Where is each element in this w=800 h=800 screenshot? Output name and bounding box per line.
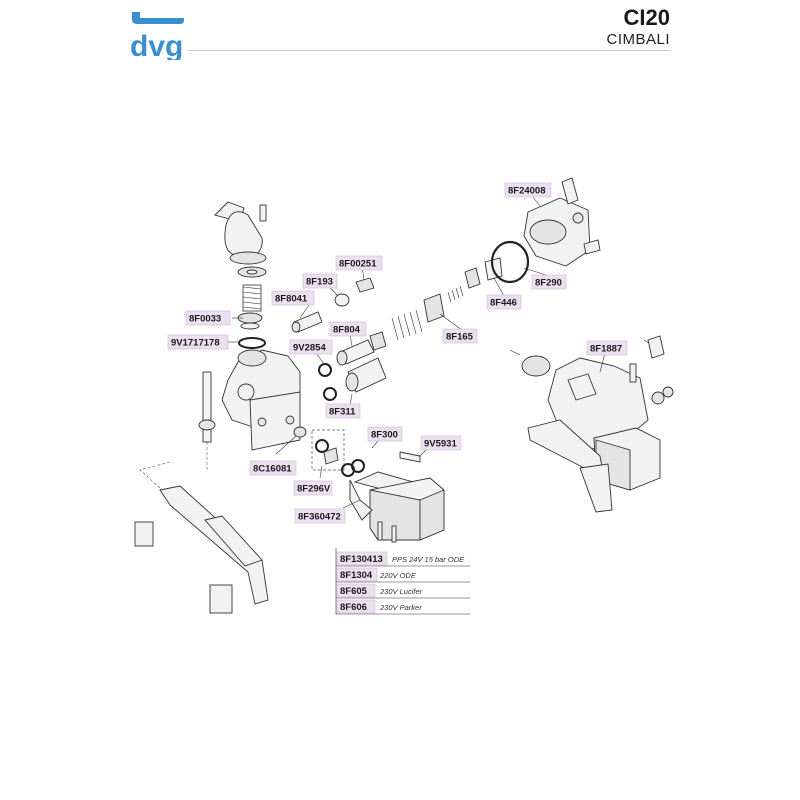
svg-text:8F24008: 8F24008 <box>508 186 546 197</box>
svg-text:9V1717178: 9V1717178 <box>171 338 220 349</box>
fitting-8F446-drawing <box>464 257 503 289</box>
label-8F296V: 8F296V <box>293 480 333 496</box>
screw-9V5931-drawing <box>399 451 421 463</box>
coil-drawing <box>349 471 445 543</box>
svg-text:PPS 24V 15 bar ODE: PPS 24V 15 bar ODE <box>392 555 465 564</box>
label-8C16081: 8C16081 <box>249 460 297 476</box>
head-8F24008-drawing <box>523 177 601 267</box>
label-8F193: 8F193 <box>302 273 338 289</box>
oring-8F290-drawing <box>490 240 530 284</box>
spring-center-drawing <box>391 309 423 341</box>
washer-8F165-drawing <box>423 293 445 323</box>
side-rod-drawing <box>198 371 216 470</box>
svg-text:8F165: 8F165 <box>446 332 474 343</box>
label-8F24008: 8F24008 <box>504 182 552 198</box>
spring-left-drawing <box>242 284 262 312</box>
mounting-bracket-drawing <box>134 461 269 614</box>
svg-text:8F290: 8F290 <box>535 278 562 289</box>
label-8F311: 8F311 <box>325 403 361 419</box>
svg-text:8F606: 8F606 <box>340 602 367 613</box>
model-title: CI20 <box>623 5 670 30</box>
svg-text:230V Parker: 230V Parker <box>379 603 422 612</box>
gasket-8F296V-drawing <box>311 429 365 477</box>
dvg-logo: dvg <box>128 10 188 63</box>
svg-text:9V5931: 9V5931 <box>424 439 457 450</box>
orings-9V2854-drawing <box>318 363 337 401</box>
assembled-view-drawing <box>509 335 674 513</box>
coil-option-row: 8F606 230V Parker <box>336 599 422 614</box>
label-9V1717178: 9V1717178 <box>167 334 229 350</box>
label-8F00251: 8F00251 <box>335 255 383 271</box>
cylinder-8F311-drawing <box>345 357 387 393</box>
label-8F290: 8F290 <box>531 274 567 290</box>
svg-text:8F300: 8F300 <box>371 430 398 441</box>
svg-text:8F446: 8F446 <box>490 298 517 309</box>
coil-option-row: 8F130413 PPS 24V 15 bar ODE <box>336 551 465 566</box>
label-8F446: 8F446 <box>486 294 522 310</box>
valve-body-drawing <box>221 349 307 451</box>
cap-8F193-drawing <box>334 293 350 307</box>
svg-text:8F360472: 8F360472 <box>298 512 341 523</box>
label-8F300: 8F300 <box>367 426 403 442</box>
label-9V2854: 9V2854 <box>289 339 333 355</box>
oring-9V1717178-drawing <box>238 337 266 349</box>
svg-text:8F0033: 8F0033 <box>189 314 221 325</box>
label-8F360472: 8F360472 <box>294 508 346 524</box>
elbow-fitting-drawing <box>214 201 267 278</box>
svg-text:8F193: 8F193 <box>306 277 333 288</box>
svg-text:9V2854: 9V2854 <box>293 343 326 354</box>
label-9V5931: 9V5931 <box>420 435 462 451</box>
nut-8F0033-drawing <box>237 312 263 330</box>
svg-text:8F1304: 8F1304 <box>340 570 373 581</box>
svg-text:8F804: 8F804 <box>333 325 361 336</box>
label-8F165: 8F165 <box>442 328 478 344</box>
svg-text:8F130413: 8F130413 <box>340 554 383 565</box>
svg-text:8F296V: 8F296V <box>297 484 331 495</box>
label-8F1887: 8F1887 <box>586 340 628 356</box>
label-8F0033: 8F0033 <box>185 310 231 326</box>
svg-text:8F8041: 8F8041 <box>275 294 308 305</box>
label-8F804: 8F804 <box>329 321 367 337</box>
svg-text:230V Lucifer: 230V Lucifer <box>379 587 423 596</box>
svg-text:8F605: 8F605 <box>340 586 368 597</box>
svg-text:8C16081: 8C16081 <box>253 464 292 475</box>
spring-small-drawing <box>447 285 464 303</box>
svg-text:8F311: 8F311 <box>329 407 356 418</box>
piston-8F804-drawing <box>336 331 387 366</box>
svg-text:8F1887: 8F1887 <box>590 344 622 355</box>
svg-text:8F00251: 8F00251 <box>339 259 377 270</box>
manufacturer-name: CIMBALI <box>606 31 670 48</box>
logo-text: dvg <box>130 30 183 60</box>
coil-option-row: 8F1304 220V ODE <box>336 567 417 582</box>
header-divider <box>188 50 670 51</box>
label-8F8041: 8F8041 <box>271 290 315 306</box>
coil-options-list: 8F130413 PPS 24V 15 bar ODE 8F1304 220V … <box>336 551 470 615</box>
svg-text:220V ODE: 220V ODE <box>379 571 417 580</box>
coil-option-row: 8F605 230V Lucifer <box>336 583 423 598</box>
pin-8F8041-drawing <box>291 311 323 333</box>
plug-8F00251-drawing <box>355 277 375 293</box>
